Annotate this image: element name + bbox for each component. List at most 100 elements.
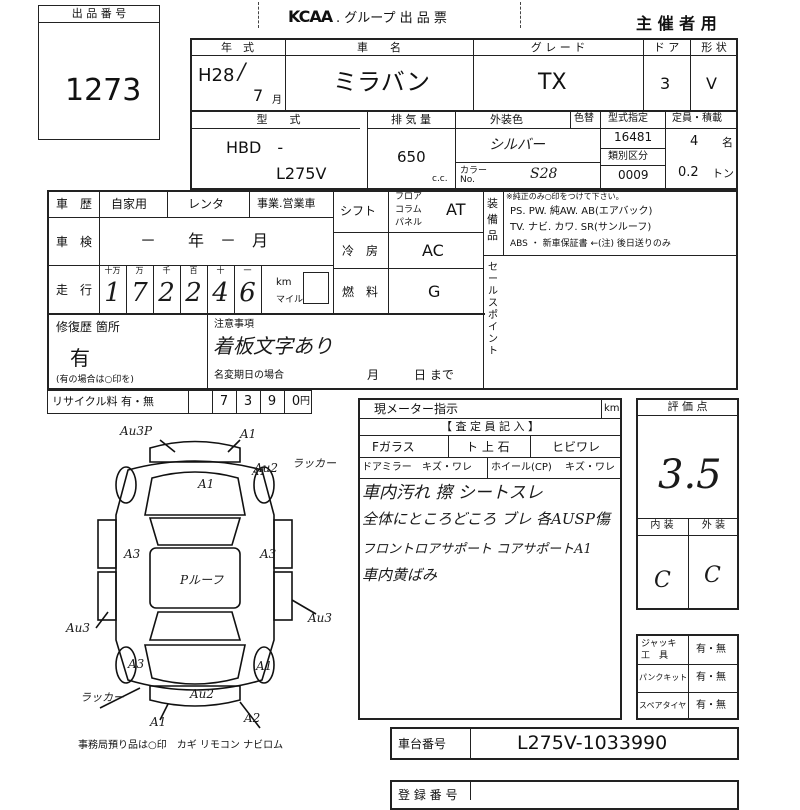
puncture-option: 有・無 (696, 672, 726, 683)
inspector-note: フロントロアサポート コアサポートA1 (362, 542, 592, 557)
inspection-label: 車 検 (56, 235, 93, 249)
capacity-value: 4 (690, 134, 699, 149)
inspector-box (358, 398, 622, 720)
corner-mark-right (520, 2, 522, 28)
registration-label: 登 録 番 号 (398, 788, 458, 802)
car-body-outline (115, 460, 275, 691)
doors-label: ド ア (653, 41, 680, 54)
digit-header-1: 一 (243, 266, 252, 275)
leader-line (159, 439, 176, 453)
private-use-label: 自家用 (111, 197, 148, 211)
digit-header-1k: 千 (162, 266, 171, 275)
history-label: 車 歴 (56, 197, 93, 211)
roof-panel (149, 547, 241, 609)
leader-line (159, 703, 169, 721)
damage-mark: Au3 (308, 611, 333, 625)
exterior-label: 外 装 (701, 520, 726, 531)
mile-box (303, 272, 329, 304)
displacement-value: 650 (397, 148, 426, 166)
mirror-value: キズ・ワレ (422, 462, 472, 473)
type-designation-label: 型式指定 (608, 113, 648, 124)
month-unit: 月 (272, 95, 282, 106)
leader-line (99, 687, 141, 709)
sales-point-label: セールスポイント (488, 262, 498, 357)
rear-window (148, 611, 242, 641)
mileage-digit: 2 (185, 278, 202, 308)
digit-header-10k: 万 (135, 266, 144, 275)
recycle-box (47, 390, 312, 414)
puncture-label: パンクキット (639, 673, 688, 682)
shift-option-panel: パネル (395, 218, 423, 228)
rear-gate (144, 644, 246, 685)
damage-mark: Au2 (254, 461, 279, 475)
color-no-value: S28 (530, 166, 558, 182)
right-rear-door (273, 571, 293, 621)
interior-value: C (654, 568, 671, 593)
leader-line (95, 611, 109, 629)
notice-label: 注意事項 (214, 319, 254, 330)
left-front-wheel (115, 466, 137, 504)
jack-option: 有・無 (696, 644, 726, 655)
lot-number: 1273 (65, 73, 142, 108)
left-front-door (97, 519, 117, 569)
equipment-note: ※純正のみ○印をつけて下さい。 (506, 192, 624, 201)
shift-option-column: コラム (395, 205, 422, 215)
equipment-line2: TV. ナビ. カワ. SR(サンルーフ) (510, 222, 652, 233)
mileage-label: 走 行 (56, 283, 93, 297)
damage-mark: A2 (244, 711, 261, 725)
model-code: L275V (276, 164, 327, 183)
recycle-digit: 7 (219, 394, 229, 409)
damage-mark: A1 (198, 477, 215, 491)
wheel-label: ホイール(CP) (491, 462, 552, 473)
spare-label: スペアタイヤ (639, 701, 687, 710)
front-bumper (149, 440, 241, 463)
right-front-wheel (253, 466, 275, 504)
mileage-digit: 7 (131, 278, 148, 308)
mileage-digit: 1 (104, 278, 121, 308)
left-rear-door (97, 571, 117, 621)
shift-value: AT (446, 200, 466, 219)
recycle-yen: 円 (300, 396, 310, 407)
form-title: . グループ 出 品 票 (336, 11, 447, 26)
damage-mark: Au2 (190, 687, 215, 701)
mileage-digit: 6 (239, 278, 256, 308)
wheel-value: キズ・ワレ (565, 462, 615, 473)
model-prefix: HBD - (226, 138, 284, 157)
doors-value: 3 (660, 74, 671, 93)
repair-note: (有の場合は○印を) (56, 375, 134, 385)
inspector-note: 車内汚れ 擦 シートスレ (362, 483, 543, 503)
rear-bumper (149, 685, 241, 707)
entry-label: 【 査 定 員 記 入 】 (441, 420, 539, 433)
rename-label: 名変期日の場合 (214, 370, 284, 381)
color-no-label: カラー No. (460, 166, 488, 185)
office-note: 事務局預り品は○印 カギ リモコン ナビロム (78, 740, 284, 751)
shape-value: V (706, 74, 717, 93)
mileage-digit: 4 (212, 278, 229, 308)
score-box (636, 398, 739, 610)
equipment-line3: ABS ・ 新車保証書 ←(注) 後日送りのみ (510, 239, 671, 249)
year-value: H28 (198, 65, 235, 86)
rental-label: レンタ (188, 197, 225, 211)
exterior-label: 外装色 (490, 113, 523, 126)
repair-value: 有 (70, 346, 90, 370)
digit-header-100k: 十万 (104, 266, 121, 275)
meter-km: km (604, 403, 620, 414)
organizer-label: 主 催 者 用 (636, 14, 717, 33)
spare-option: 有・無 (696, 700, 726, 711)
leader-line (239, 701, 261, 729)
chassis-label: 車台番号 (398, 737, 447, 751)
model-label: 型 式 (256, 113, 301, 126)
equipment-line1: PS. PW. 純AW. AB(エアバック) (510, 206, 653, 217)
recycle-digit: 9 (267, 394, 277, 409)
corner-mark-left (258, 2, 260, 28)
chassis-value: L275V-1033990 (517, 732, 668, 754)
equipment-label: 装 備 品 (487, 197, 498, 242)
capacity-unit: 名 (722, 136, 733, 149)
mile-label: マイル (276, 295, 304, 305)
digit-header-10: 十 (216, 266, 225, 275)
grade-label: グ レ ー ド (530, 41, 586, 54)
year-slash: / (238, 60, 246, 85)
leader-line (227, 439, 241, 453)
damage-mark: Au3P (120, 424, 153, 438)
